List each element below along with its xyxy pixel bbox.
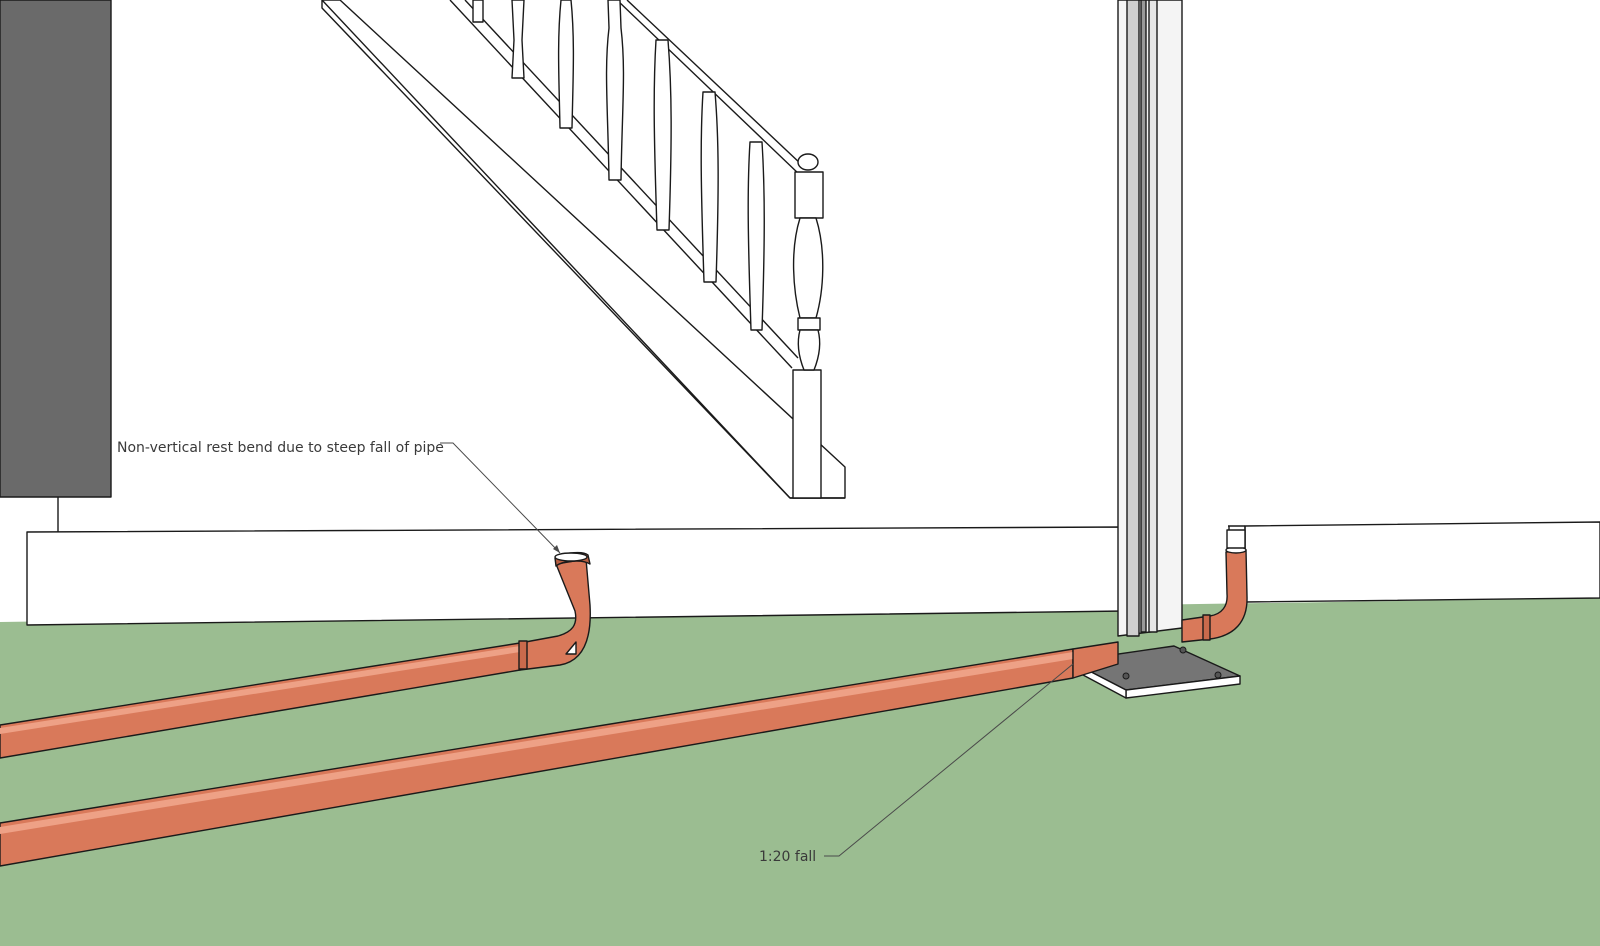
floor	[0, 598, 1600, 946]
spindles	[472, 0, 765, 331]
rest-bend-leader	[440, 442, 561, 554]
staircase	[321, 0, 846, 499]
fall-leader	[824, 663, 1074, 857]
steel-column-left	[0, 0, 112, 532]
fall-annotation: 1:20 fall	[759, 849, 816, 865]
rest-bend-annotation: Non-vertical rest bend due to steep fall…	[117, 440, 444, 456]
upper-pipe-run	[0, 551, 591, 759]
rest-bend-leader-arrow	[553, 545, 560, 553]
lower-pipe-run	[0, 641, 1119, 867]
right-pipe-bend	[1181, 529, 1248, 643]
steel-post	[1117, 0, 1183, 637]
